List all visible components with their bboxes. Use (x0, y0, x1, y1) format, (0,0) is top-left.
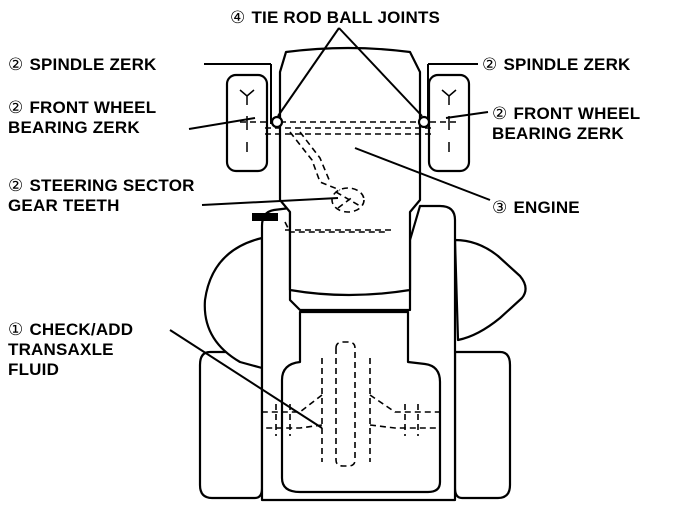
front-wheel-bearing-right-label: ② FRONT WHEEL BEARING ZERK (492, 104, 640, 144)
callout-number: ② (8, 176, 24, 196)
callout-text-line2: BEARING ZERK (8, 118, 140, 137)
callout-text-line1: CHECK/ADD (29, 320, 134, 339)
steering-sector-label: ② STEERING SECTOR GEAR TEETH (8, 176, 195, 216)
rear-left-tire (198, 350, 264, 500)
mower-deck (203, 236, 264, 370)
hood (278, 46, 422, 297)
callout-number: ③ (492, 198, 508, 218)
callout-text: TIE ROD BALL JOINTS (251, 8, 441, 27)
callout-text: SPINDLE ZERK (503, 55, 631, 74)
callout-number: ② (8, 55, 24, 75)
callout-number: ④ (230, 8, 246, 28)
callout-number: ① (8, 320, 24, 340)
callout-text-line2: TRANSAXLE (8, 340, 114, 359)
seat (280, 310, 442, 494)
discharge-chute (453, 238, 527, 342)
callout-text-line1: FRONT WHEEL (29, 98, 157, 117)
callout-number: ② (482, 55, 498, 75)
callout-text-line2: BEARING ZERK (492, 124, 624, 143)
callout-text-line2: GEAR TEETH (8, 196, 120, 215)
callout-text: SPINDLE ZERK (29, 55, 157, 74)
callout-text-line1: STEERING SECTOR (29, 176, 195, 195)
callout-number: ② (8, 98, 24, 118)
callout-text-line3: FLUID (8, 360, 60, 379)
transaxle-fluid-label: ① CHECK/ADD TRANSAXLE FLUID (8, 320, 133, 380)
spindle-zerk-right-label: ② SPINDLE ZERK (482, 55, 631, 75)
tie-rod-ball-joints-label: ④ TIE ROD BALL JOINTS (230, 8, 440, 28)
callout-number: ② (492, 104, 508, 124)
callout-text-line1: FRONT WHEEL (513, 104, 641, 123)
callout-text: ENGINE (513, 198, 580, 217)
spindle-zerk-left-label: ② SPINDLE ZERK (8, 55, 157, 75)
rear-right-tire (453, 350, 512, 500)
engine-label: ③ ENGINE (492, 198, 580, 218)
front-wheel-bearing-left-label: ② FRONT WHEEL BEARING ZERK (8, 98, 156, 138)
